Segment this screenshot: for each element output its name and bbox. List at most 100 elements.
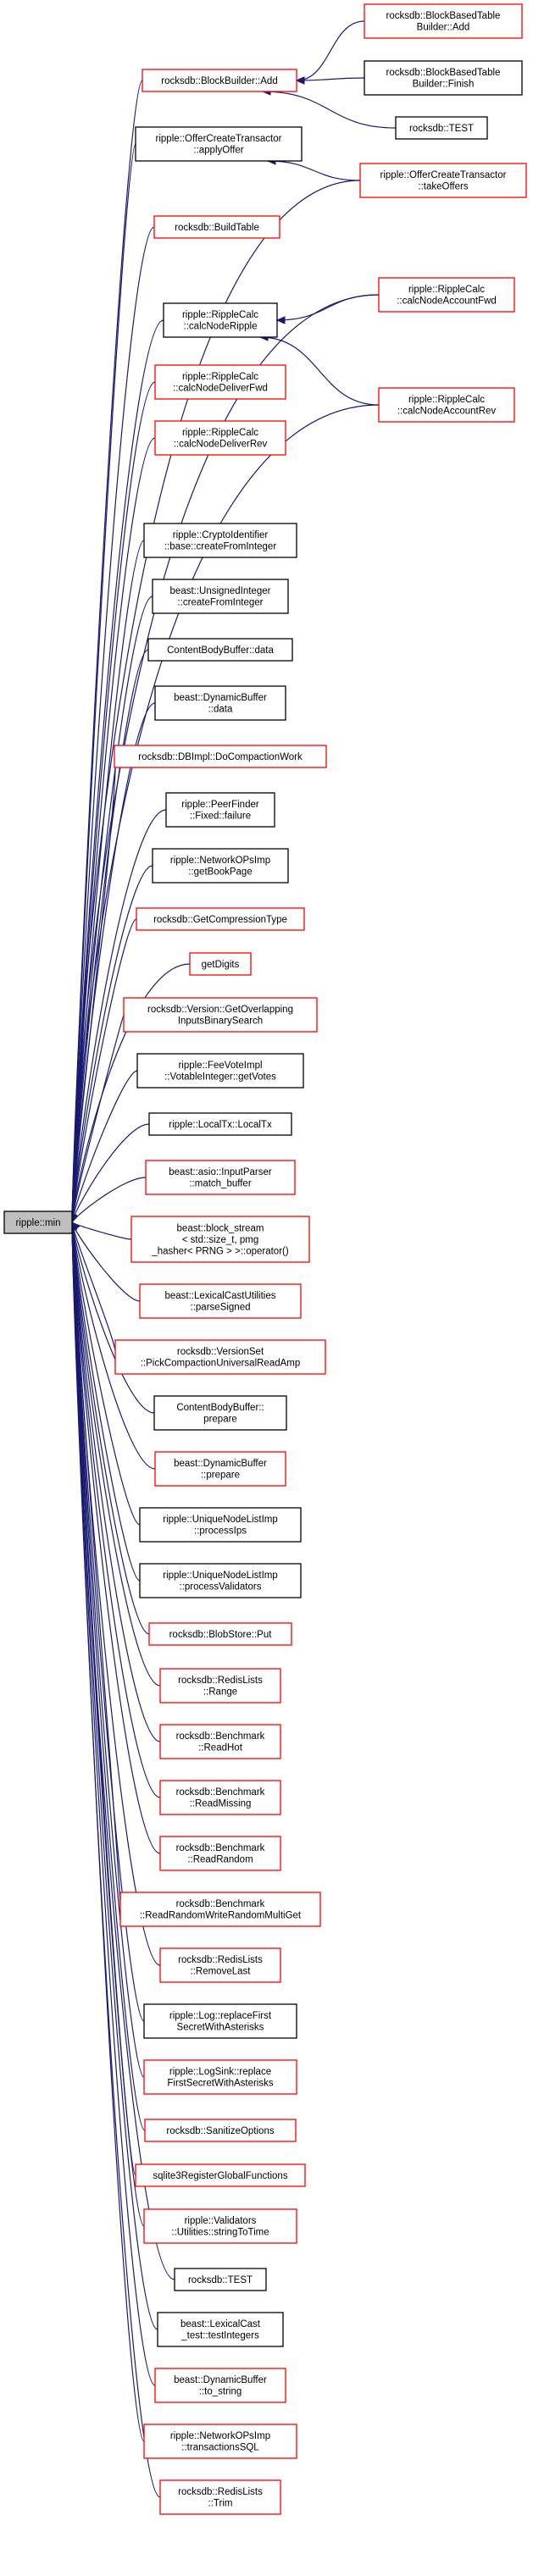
node-parsesigned[interactable]: beast::LexicalCastUtilities::parseSigned bbox=[139, 1283, 302, 1319]
node-test-bot[interactable]: rocksdb::TEST bbox=[174, 2268, 267, 2291]
node-sqlite[interactable]: sqlite3RegisterGlobalFunctions bbox=[135, 2163, 306, 2187]
node-sanitize[interactable]: rocksdb::SanitizeOptions bbox=[144, 2119, 297, 2142]
edge-cbb-data-to-root bbox=[68, 649, 149, 1224]
node-label: SecretWithAsterisks bbox=[177, 2023, 264, 2033]
node-uint[interactable]: beast::UnsignedInteger::createFromIntege… bbox=[152, 579, 289, 614]
node-strtotime[interactable]: ripple::Validators::Utilities::stringToT… bbox=[143, 2208, 297, 2244]
node-box bbox=[152, 848, 289, 884]
node-compress[interactable]: rocksdb::GetCompressionType bbox=[136, 907, 305, 931]
node-buildtable[interactable]: rocksdb::BuildTable bbox=[153, 215, 280, 239]
node-overlap[interactable]: rocksdb::Version::GetOverlappingInputsBi… bbox=[123, 997, 318, 1033]
node-bb-add[interactable]: rocksdb::BlockBuilder::Add bbox=[142, 69, 297, 92]
node-label: ::calcNodeDeliverRev bbox=[174, 440, 268, 450]
node-box bbox=[159, 1836, 281, 1871]
node-readhot[interactable]: rocksdb::Benchmark::ReadHot bbox=[159, 1724, 281, 1759]
node-label: rocksdb::GetCompressionType bbox=[153, 915, 287, 925]
node-label: ripple::RippleCalc bbox=[182, 372, 258, 382]
node-peerfinder[interactable]: ripple::PeerFinder::Fixed::failure bbox=[165, 792, 275, 828]
node-test-top[interactable]: rocksdb::TEST bbox=[395, 116, 488, 140]
node-readmiss[interactable]: rocksdb::Benchmark::ReadMissing bbox=[159, 1780, 281, 1815]
node-label: beast::DynamicBuffer bbox=[174, 2375, 267, 2385]
node-cbb-prep[interactable]: ContentBodyBuffer::prepare bbox=[153, 1395, 287, 1431]
node-label: beast::DynamicBuffer bbox=[174, 1459, 267, 1469]
edge-line bbox=[276, 294, 380, 321]
node-rc-accrev[interactable]: ripple::RippleCalc::calcNodeAccountRev bbox=[378, 387, 515, 423]
node-label: ripple::NetworkOPsImp bbox=[170, 2431, 270, 2441]
node-rc-delrev[interactable]: ripple::RippleCalc::calcNodeDeliverRev bbox=[154, 420, 286, 456]
node-crypto[interactable]: ripple::CryptoIdentifier::base::createFr… bbox=[143, 523, 297, 558]
nodes-layer: rocksdb::BlockBuilder::Add rocksdb::Block… bbox=[3, 3, 527, 2515]
node-label: ::Trim bbox=[208, 2499, 233, 2509]
node-label: rocksdb::BlockBasedTable bbox=[386, 11, 501, 21]
edge-parsesigned-to-root bbox=[69, 1221, 141, 1302]
node-db-data[interactable]: beast::DynamicBuffer::data bbox=[154, 685, 286, 721]
node-label: ContentBodyBuffer:: bbox=[176, 1403, 264, 1413]
node-box bbox=[144, 2119, 297, 2142]
node-logreplace[interactable]: ripple::Log::replaceFirstSecretWithAster… bbox=[143, 2003, 297, 2039]
node-votes[interactable]: ripple::FeeVoteImpl::VotableInteger::get… bbox=[136, 1053, 304, 1089]
node-box bbox=[159, 1724, 281, 1759]
node-box bbox=[378, 277, 515, 313]
node-procval[interactable]: ripple::UniqueNodeListImp::processValida… bbox=[139, 1563, 302, 1598]
node-box bbox=[159, 1947, 281, 1983]
node-box bbox=[159, 1668, 281, 1703]
node-label: ripple::min bbox=[15, 1218, 60, 1228]
node-box bbox=[130, 1216, 310, 1263]
node-readrand[interactable]: rocksdb::Benchmark::ReadRandom bbox=[159, 1836, 281, 1871]
node-blobput[interactable]: rocksdb::BlobStore::Put bbox=[148, 1622, 292, 1646]
node-rc-delfwd[interactable]: ripple::RippleCalc::calcNodeDeliverFwd bbox=[154, 364, 286, 400]
node-range[interactable]: rocksdb::RedisLists::Range bbox=[159, 1668, 281, 1703]
node-label: ripple::CryptoIdentifier bbox=[173, 530, 269, 540]
node-localtx[interactable]: ripple::LocalTx::LocalTx bbox=[148, 1112, 292, 1136]
node-label: ripple::LocalTx::LocalTx bbox=[169, 1120, 272, 1130]
node-label: rocksdb::RedisLists bbox=[178, 1676, 263, 1686]
node-docompact[interactable]: rocksdb::DBImpl::DoCompactionWork bbox=[114, 745, 327, 768]
node-box bbox=[136, 907, 305, 931]
node-label: ripple::OfferCreateTransactor bbox=[156, 134, 282, 144]
node-oct-apply[interactable]: ripple::OfferCreateTransactor::applyOffe… bbox=[135, 126, 303, 162]
node-box bbox=[139, 1283, 302, 1319]
node-label: ::createFromInteger bbox=[178, 598, 264, 608]
node-box bbox=[159, 2479, 281, 2515]
node-box bbox=[3, 1210, 73, 1234]
node-pickcompact[interactable]: rocksdb::VersionSet::PickCompactionUnive… bbox=[114, 1339, 326, 1375]
node-label: rocksdb::RedisLists bbox=[178, 1955, 263, 1965]
node-trim[interactable]: rocksdb::RedisLists::Trim bbox=[159, 2479, 281, 2515]
root-node[interactable]: ripple::min bbox=[3, 1210, 73, 1234]
node-sinkreplace[interactable]: ripple::LogSink::replaceFirstSecretWithA… bbox=[143, 2059, 297, 2095]
node-bookpage[interactable]: ripple::NetworkOPsImp::getBookPage bbox=[152, 848, 289, 884]
node-box bbox=[154, 685, 286, 721]
node-cbb-data[interactable]: ContentBodyBuffer::data bbox=[147, 638, 293, 662]
node-match[interactable]: beast::asio::InputParser::match_buffer bbox=[145, 1160, 296, 1195]
node-label: FirstSecretWithAsterisks bbox=[167, 2079, 273, 2089]
node-label: ripple::Validators bbox=[185, 2216, 257, 2226]
node-label: ::match_buffer bbox=[189, 1179, 251, 1189]
node-label: ::Range bbox=[203, 1687, 237, 1698]
node-label: ::prepare bbox=[201, 1471, 240, 1481]
node-db-prep[interactable]: beast::DynamicBuffer::prepare bbox=[154, 1451, 286, 1487]
node-box bbox=[135, 2163, 306, 2187]
node-label: rocksdb::BuildTable bbox=[175, 223, 259, 233]
node-label: beast::DynamicBuffer bbox=[174, 693, 267, 703]
edge-line bbox=[71, 963, 191, 1223]
node-multiget[interactable]: rocksdb::Benchmark::ReadRandomWriteRando… bbox=[119, 1892, 321, 1927]
edges-layer bbox=[68, 20, 397, 2498]
node-lexint[interactable]: beast::LexicalCast_test::testIntegers bbox=[157, 2312, 284, 2347]
node-db-tostr[interactable]: beast::DynamicBuffer::to_string bbox=[154, 2368, 286, 2403]
node-sqltx[interactable]: ripple::NetworkOPsImp::transactionsSQL bbox=[143, 2424, 297, 2459]
node-rc-ripple[interactable]: ripple::RippleCalc::calcNodeRipple bbox=[163, 302, 278, 338]
node-label: ::ReadRandomWriteRandomMultiGet bbox=[140, 1911, 302, 1921]
node-box bbox=[135, 126, 303, 162]
node-getdigits[interactable]: getDigits bbox=[189, 952, 252, 976]
node-box bbox=[159, 1780, 281, 1815]
node-label: beast::UnsignedInteger bbox=[170, 586, 271, 596]
node-removelast[interactable]: rocksdb::RedisLists::RemoveLast bbox=[159, 1947, 281, 1983]
node-rc-accfwd[interactable]: ripple::RippleCalc::calcNodeAccountFwd bbox=[378, 277, 515, 313]
node-oct-take[interactable]: ripple::OfferCreateTransactor::takeOffer… bbox=[359, 163, 527, 198]
node-procips[interactable]: ripple::UniqueNodeListImp::processIps bbox=[139, 1507, 302, 1543]
node-blockstream[interactable]: beast::block_stream< std::size_t, pmg_ha… bbox=[130, 1216, 310, 1263]
node-box bbox=[139, 1507, 302, 1543]
node-label: ::Utilities::stringToTime bbox=[171, 2228, 269, 2238]
